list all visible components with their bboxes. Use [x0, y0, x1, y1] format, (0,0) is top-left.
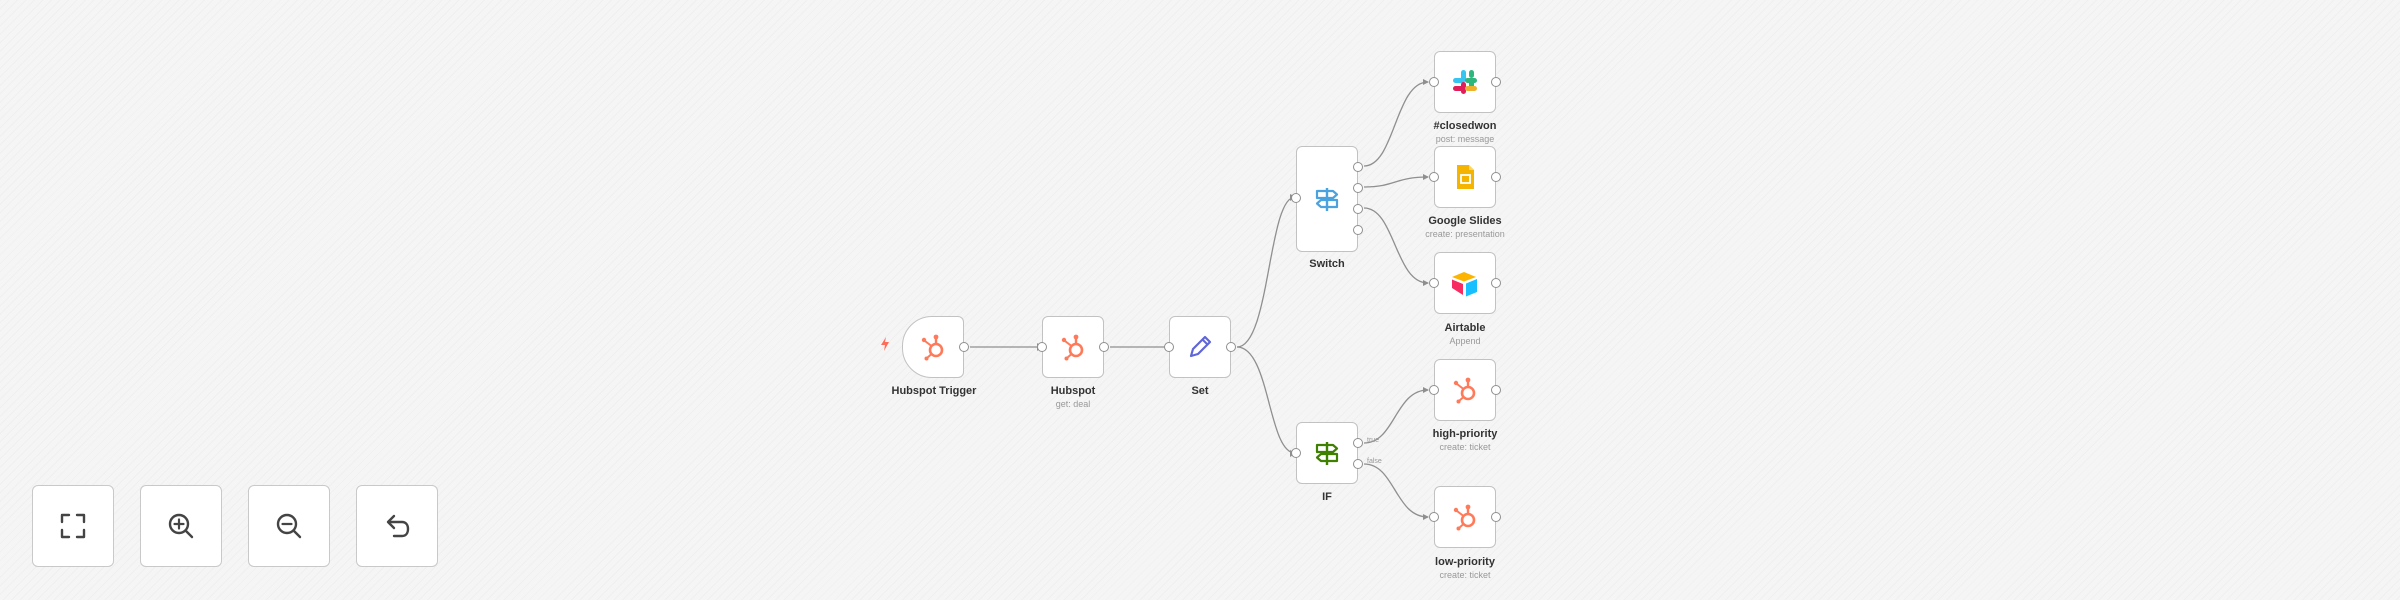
- node-title: Switch: [1309, 258, 1345, 270]
- slack-icon: [1450, 67, 1480, 97]
- node-closedwon[interactable]: [1429, 51, 1501, 113]
- arrowhead: [1423, 79, 1429, 85]
- node-low-priority[interactable]: [1429, 486, 1501, 548]
- output-port[interactable]: [1353, 162, 1363, 172]
- output-port[interactable]: [1226, 342, 1236, 352]
- input-port[interactable]: [1429, 172, 1439, 182]
- signpost-icon: [1312, 184, 1342, 214]
- connection-switch-to-google-slides: [1363, 176, 1429, 188]
- hubspot-icon: [918, 332, 948, 362]
- airtable-icon: [1450, 268, 1480, 298]
- connection-switch-to-airtable: [1363, 207, 1429, 284]
- input-port[interactable]: [1429, 278, 1439, 288]
- node-subtitle: Append: [1449, 336, 1481, 346]
- connection-if-to-low-priority: [1363, 463, 1429, 518]
- connection-set-to-if: [1236, 346, 1296, 454]
- zoom-to-fit-button[interactable]: [32, 485, 114, 567]
- node-title: Hubspot Trigger: [891, 385, 977, 397]
- output-port[interactable]: [1491, 172, 1501, 182]
- arrowhead: [1423, 174, 1429, 180]
- node-set[interactable]: [1164, 316, 1236, 378]
- hubspot-icon: [1450, 375, 1480, 405]
- node-airtable[interactable]: [1429, 252, 1501, 314]
- input-port[interactable]: [1164, 342, 1174, 352]
- arrowhead: [1423, 280, 1429, 286]
- output-port[interactable]: [1099, 342, 1109, 352]
- node-hubspot-trigger[interactable]: [902, 316, 969, 378]
- output-port-true[interactable]: [1353, 438, 1363, 448]
- node-google-slides[interactable]: [1429, 146, 1501, 208]
- node-title: low-priority: [1435, 556, 1495, 568]
- zoom-in-button[interactable]: [140, 485, 222, 567]
- node-label-google-slides: Google Slides create: presentation: [1380, 214, 1550, 240]
- node-high-priority[interactable]: [1429, 359, 1501, 421]
- node-title: Hubspot: [1050, 385, 1096, 397]
- signpost-icon: [1312, 438, 1342, 468]
- input-port[interactable]: [1291, 193, 1301, 203]
- connection-if-to-high-priority: [1363, 389, 1429, 444]
- node-label-high-priority: high-priority create: ticket: [1380, 427, 1550, 453]
- pencil-icon: [1185, 332, 1215, 362]
- zoom-out-icon: [276, 513, 302, 539]
- node-subtitle: get: deal: [1055, 399, 1091, 409]
- input-port[interactable]: [1429, 385, 1439, 395]
- reset-zoom-button[interactable]: [356, 485, 438, 567]
- undo-icon: [386, 514, 410, 538]
- connection-set-to-switch: [1236, 196, 1296, 348]
- node-subtitle: post: message: [1435, 134, 1495, 144]
- node-title: Google Slides: [1428, 215, 1502, 227]
- node-title: Airtable: [1444, 322, 1486, 334]
- output-port[interactable]: [1353, 183, 1363, 193]
- zoom-out-button[interactable]: [248, 485, 330, 567]
- branch-label-false: false: [1367, 458, 1382, 465]
- node-if[interactable]: [1291, 422, 1363, 484]
- input-port[interactable]: [1291, 448, 1301, 458]
- output-port[interactable]: [1491, 278, 1501, 288]
- node-hubspot[interactable]: [1037, 316, 1109, 378]
- node-subtitle: create: presentation: [1425, 229, 1505, 239]
- trigger-bolt-icon: [881, 337, 889, 351]
- node-title: Set: [1191, 385, 1209, 397]
- output-port[interactable]: [1353, 204, 1363, 214]
- node-subtitle: create: ticket: [1439, 570, 1491, 580]
- node-title: #closedwon: [1433, 120, 1497, 132]
- output-port[interactable]: [1491, 77, 1501, 87]
- node-label-airtable: Airtable Append: [1380, 321, 1550, 347]
- node-title: high-priority: [1432, 428, 1498, 440]
- input-port[interactable]: [1429, 77, 1439, 87]
- output-port[interactable]: [1353, 225, 1363, 235]
- node-title: IF: [1322, 491, 1332, 503]
- node-label-set: Set: [1115, 384, 1285, 398]
- zoom-in-icon: [168, 513, 194, 539]
- input-port[interactable]: [1037, 342, 1047, 352]
- node-label-closedwon: #closedwon post: message: [1380, 119, 1550, 145]
- branch-label-true: true: [1367, 437, 1380, 444]
- input-port[interactable]: [1429, 512, 1439, 522]
- arrowhead: [1423, 387, 1429, 393]
- hubspot-icon: [1450, 502, 1480, 532]
- output-port[interactable]: [1491, 512, 1501, 522]
- google-slides-icon: [1450, 162, 1480, 192]
- node-label-low-priority: low-priority create: ticket: [1380, 555, 1550, 581]
- node-switch[interactable]: [1291, 146, 1363, 252]
- output-port[interactable]: [959, 342, 969, 352]
- hubspot-icon: [1058, 332, 1088, 362]
- output-port[interactable]: [1491, 385, 1501, 395]
- arrowhead: [1423, 514, 1429, 520]
- output-port-false[interactable]: [1353, 459, 1363, 469]
- zoom-to-fit-icon: [60, 513, 86, 539]
- node-label-hubspot: Hubspot get: deal: [988, 384, 1158, 410]
- node-subtitle: create: ticket: [1439, 442, 1491, 452]
- connection-switch-to-closedwon: [1363, 81, 1429, 167]
- node-label-hubspot-trigger: Hubspot Trigger: [849, 384, 1019, 398]
- node-label-if: IF: [1242, 490, 1412, 504]
- node-label-switch: Switch: [1242, 257, 1412, 271]
